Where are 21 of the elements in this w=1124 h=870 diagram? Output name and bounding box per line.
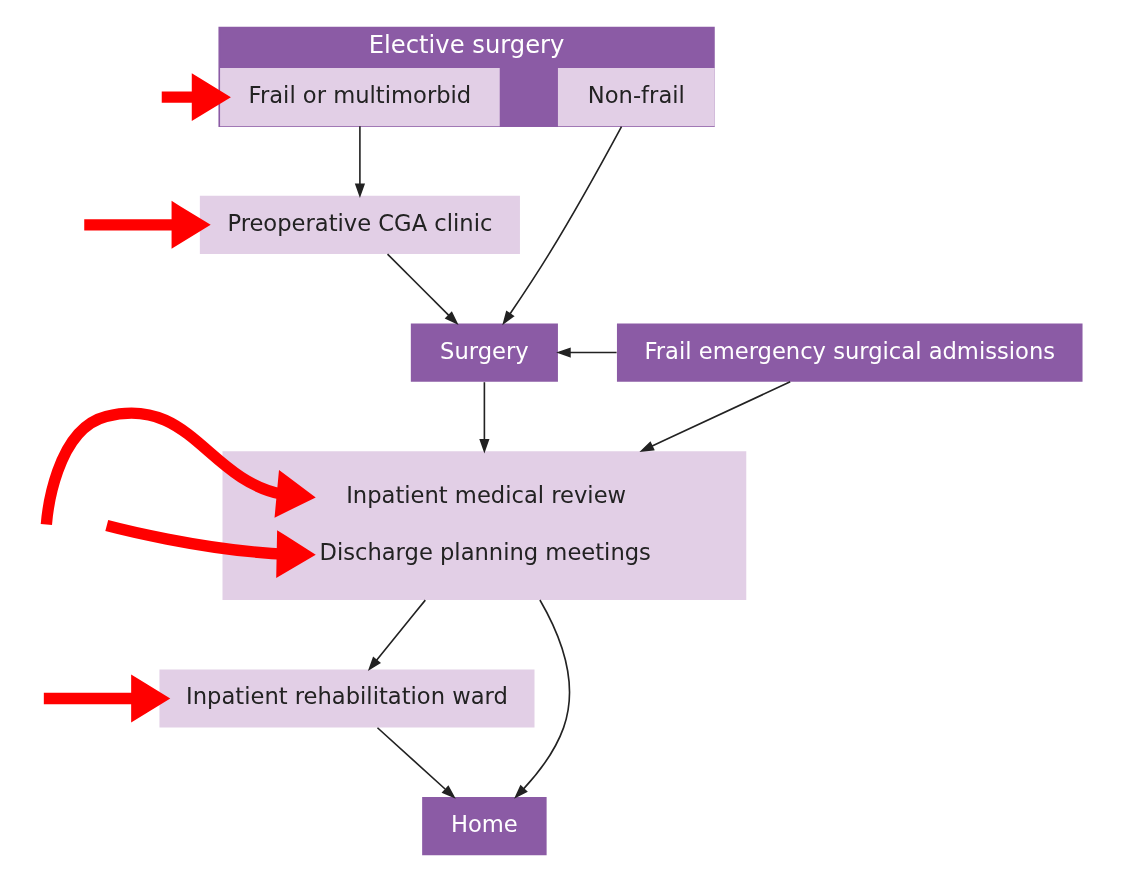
node-box: Preoperative CGA clinic bbox=[199, 195, 520, 254]
arrow bbox=[386, 253, 459, 326]
arrow bbox=[43, 674, 170, 723]
arrow bbox=[367, 599, 426, 672]
arrow bbox=[501, 125, 622, 326]
arrow bbox=[513, 599, 570, 799]
arrow bbox=[104, 520, 316, 579]
node-box: Home bbox=[421, 797, 547, 856]
arrow bbox=[478, 381, 489, 454]
node-box: Inpatient medical review Discharge planning meetings bbox=[222, 451, 746, 600]
node-box: Frail or multimorbid bbox=[219, 68, 500, 127]
node-box: Non-frail bbox=[557, 68, 715, 127]
arrow bbox=[354, 125, 365, 199]
arrow bbox=[83, 200, 211, 249]
node-box: Surgery bbox=[410, 323, 558, 382]
node-box: Inpatient rehabilitation ward bbox=[158, 669, 534, 728]
arrow bbox=[638, 381, 791, 452]
arrow bbox=[555, 347, 617, 358]
arrow bbox=[376, 726, 456, 799]
arrow bbox=[40, 407, 316, 525]
node-box: Frail emergency surgical admissions bbox=[616, 323, 1083, 382]
